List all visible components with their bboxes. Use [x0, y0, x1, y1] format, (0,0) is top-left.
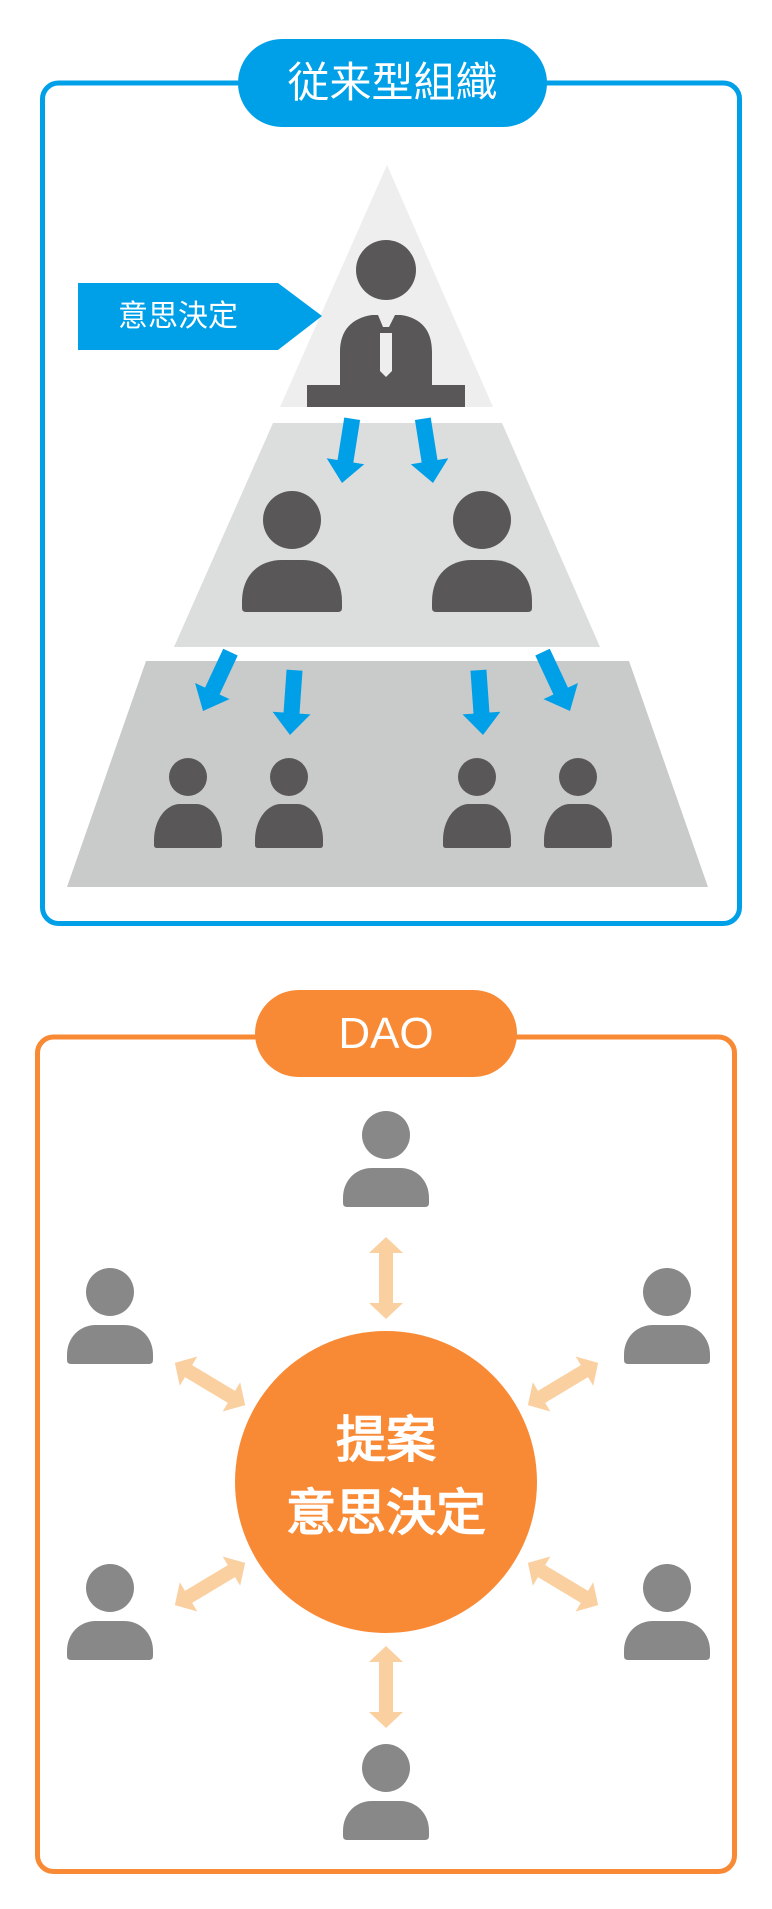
decision-tag-label: 意思決定	[118, 299, 238, 334]
decision-tag	[78, 283, 322, 350]
dao-center-label-proposal: 提案	[336, 1411, 436, 1469]
traditional-org-title: 従来型組織	[287, 58, 498, 107]
dao-panel	[35, 990, 737, 1874]
dao-center-circle	[235, 1331, 537, 1633]
dao-member-person-icon	[67, 1268, 153, 1364]
pyramid-tier-bottom	[67, 661, 708, 887]
dao-member-person-icon	[67, 1564, 153, 1660]
bidirectional-arrow-icon	[166, 1548, 254, 1620]
boss-person-icon	[307, 240, 465, 407]
dao-center-label-decision: 意思決定	[286, 1484, 486, 1542]
dao-member-person-icon	[343, 1744, 429, 1840]
tie-icon	[380, 333, 392, 377]
pyramid-tier-middle	[174, 423, 600, 647]
dao-member-person-icon	[624, 1268, 710, 1364]
dao-member-person-icon	[343, 1111, 429, 1207]
bidirectional-arrow-icon	[369, 1646, 403, 1728]
bidirectional-arrow-icon	[519, 1548, 607, 1620]
dao-title: DAO	[338, 1009, 434, 1058]
traditional-org-panel	[40, 39, 742, 926]
desk-icon	[307, 385, 465, 407]
traditional-title-pill	[238, 39, 547, 127]
bidirectional-arrow-icon	[369, 1237, 403, 1319]
bidirectional-arrow-icon	[166, 1348, 254, 1420]
dao-title-pill	[255, 990, 517, 1077]
dao-member-person-icon	[624, 1564, 710, 1660]
bidirectional-arrow-icon	[519, 1348, 607, 1420]
